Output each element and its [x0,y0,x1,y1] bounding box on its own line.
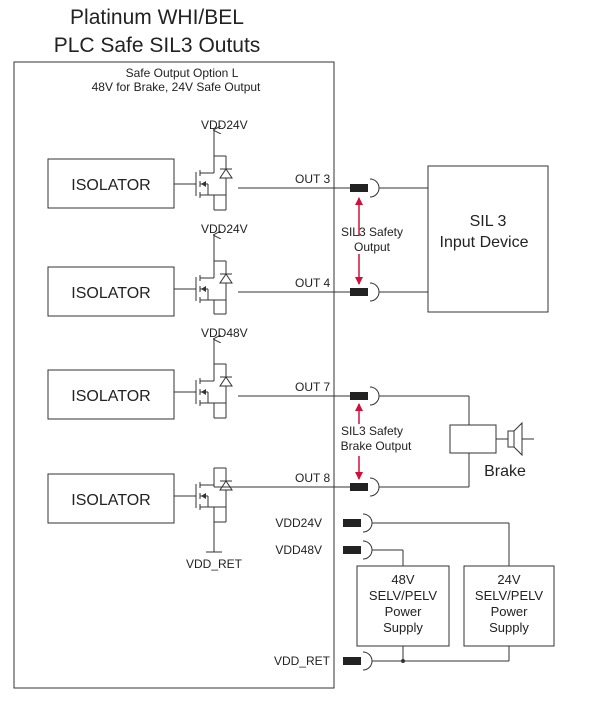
out4-connector [349,282,380,302]
supply-48v-line3: Power [385,604,423,619]
pin-label-vdd-ret: VDD_RET [274,654,331,668]
supply-24v-line2: SELV/PELV [475,588,543,603]
supply-label: VDD24V [201,118,248,132]
ground-label: VDD_RET [186,557,243,571]
diagram-title-line1: Platinum WHI/BEL [70,6,244,29]
channel-out4: ISOLATOR VDD24V OUT 4 [47,222,428,317]
isolator-box [47,473,175,524]
output-label: OUT 3 [295,172,330,186]
sil3-brake-label-line1: SIL3 Safety [341,424,403,438]
supply-48v-line4: Supply [383,620,423,635]
supply-24v-box [463,565,555,647]
out7-connector [349,386,380,406]
supply-24v-line3: Power [491,604,529,619]
supply-24v-line1: 24V [497,572,520,587]
input-device-label-line2: Input Device [440,234,529,251]
vdd24v-connector [342,513,373,533]
vdd-ret-connector [342,651,373,671]
channel-out3: ISOLATOR VDD24V OUT 3 [47,118,428,211]
pin-label-vdd24v: VDD24V [275,516,322,530]
brake-label: Brake [484,463,526,480]
sil3-output-label-line2: Output [354,240,391,254]
channel-out7: ISOLATOR VDD48V OUT 7 [47,326,469,420]
isolator-box [47,369,175,420]
isolator-label: ISOLATOR [71,388,150,405]
sil3-brake-label-line2: Brake Output [341,439,412,453]
supply-48v-line2: SELV/PELV [369,588,437,603]
diagram-title-line2: PLC Safe SIL3 Oututs [54,34,261,57]
supply-48v-line1: 48V [391,572,414,587]
output-label: OUT 7 [295,380,330,394]
out8-connector [349,477,380,497]
supply-24v-line4: Supply [489,620,529,635]
pin-label-vdd48v: VDD48V [275,543,322,557]
input-device-box [427,165,549,313]
module-header-line1: Safe Output Option L [126,66,239,80]
isolator-label: ISOLATOR [71,177,150,194]
isolator-box [47,266,175,317]
sil3-output-label-line1: SIL3 Safety [341,225,403,239]
supply-48v-box [356,565,450,647]
brake-icon [449,396,534,487]
output-label: OUT 4 [295,276,330,290]
isolator-box [47,158,175,209]
supply-label: VDD48V [201,326,248,340]
input-device-label-line1: SIL 3 [470,213,507,230]
module-header-line2: 48V for Brake, 24V Safe Output [92,80,261,94]
supply-label: VDD24V [201,222,248,236]
output-label: OUT 8 [295,471,330,485]
isolator-label: ISOLATOR [71,492,150,509]
out3-connector [349,178,380,198]
vdd48v-connector [342,540,373,560]
isolator-label: ISOLATOR [71,285,150,302]
channel-out8: ISOLATOR OUT 8 VDD_RET [47,467,469,571]
